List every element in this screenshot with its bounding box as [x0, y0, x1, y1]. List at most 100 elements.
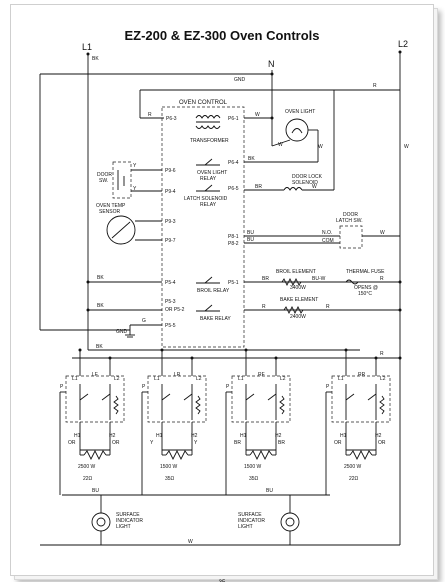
door-lock-solenoid: [283, 187, 303, 191]
oven-light-bulb: [285, 118, 309, 142]
bake-relay-label: BAKE RELAY: [200, 316, 231, 322]
svg-text:GND: GND: [116, 329, 128, 335]
svg-text:22Ω: 22Ω: [349, 476, 359, 482]
svg-text:BR: BR: [234, 440, 241, 446]
door-sw-label: DOOR: [97, 172, 112, 178]
svg-text:BK: BK: [97, 303, 104, 309]
svg-text:W: W: [404, 144, 409, 150]
surface-heating-element: [83, 449, 107, 461]
svg-text:BAKE ELEMENT: BAKE ELEMENT: [280, 297, 318, 303]
temp-sensor-label: OVEN TEMP: [96, 203, 126, 209]
oven-light-label: OVEN LIGHT: [285, 109, 315, 115]
svg-text:P9-3: P9-3: [165, 219, 176, 225]
svg-text:3400W: 3400W: [290, 285, 306, 291]
svg-text:P8-1: P8-1: [228, 234, 239, 240]
svg-text:L1: L1: [338, 376, 344, 382]
svg-text:BU-W: BU-W: [312, 276, 326, 282]
svg-text:BU: BU: [92, 488, 99, 494]
svg-text:P6-4: P6-4: [228, 160, 239, 166]
svg-text:P5-1: P5-1: [228, 280, 239, 286]
svg-text:OR: OR: [378, 440, 386, 446]
svg-text:OR: OR: [112, 440, 120, 446]
svg-text:W: W: [188, 539, 193, 545]
svg-text:2500 W: 2500 W: [78, 464, 96, 470]
svg-text:DOOR LOCK: DOOR LOCK: [292, 174, 323, 180]
surface-switch-box[interactable]: [231, 375, 291, 423]
svg-text:P: P: [326, 384, 330, 390]
svg-text:L1: L1: [238, 376, 244, 382]
surface-control-name: LR: [174, 372, 181, 378]
door-latch-switch[interactable]: [339, 225, 363, 249]
svg-text:35Ω: 35Ω: [249, 476, 259, 482]
line-n-label: N: [268, 59, 275, 69]
surface-switch-box[interactable]: [65, 375, 125, 423]
svg-text:2400W: 2400W: [290, 314, 306, 320]
svg-text:P6-3: P6-3: [166, 116, 177, 122]
svg-text:LATCH SW.: LATCH SW.: [336, 218, 363, 224]
surface-control-name: RR: [358, 372, 366, 378]
svg-text:P6-5: P6-5: [228, 186, 239, 192]
svg-text:R: R: [326, 304, 330, 310]
svg-text:2500 W: 2500 W: [344, 464, 362, 470]
surface-control-name: LF: [92, 372, 98, 378]
svg-text:OR P5-2: OR P5-2: [165, 307, 185, 313]
svg-text:R: R: [373, 83, 377, 89]
svg-text:P5-4: P5-4: [165, 280, 176, 286]
transformer-label: TRANSFORMER: [190, 138, 229, 144]
svg-text:COM: COM: [322, 238, 334, 244]
svg-text:G: G: [142, 318, 146, 324]
svg-text:W: W: [255, 112, 260, 118]
svg-text:W: W: [278, 142, 283, 148]
svg-text:BR: BR: [278, 440, 285, 446]
svg-text:P: P: [142, 384, 146, 390]
svg-text:BROIL ELEMENT: BROIL ELEMENT: [276, 269, 316, 275]
line-l1-label: L1: [82, 42, 92, 52]
svg-text:SENSOR: SENSOR: [99, 209, 121, 215]
svg-text:RELAY: RELAY: [200, 176, 217, 182]
svg-text:BR: BR: [262, 276, 269, 282]
svg-text:L2: L2: [196, 376, 202, 382]
svg-text:H1: H1: [156, 433, 163, 439]
svg-text:LATCH SOLENOID: LATCH SOLENOID: [184, 196, 228, 202]
oven-control-title: OVEN CONTROL: [179, 100, 228, 106]
oven-temp-sensor: [106, 215, 136, 245]
oven-control-box: [161, 106, 245, 348]
page-number: 35: [219, 580, 226, 582]
line-l2-label: L2: [398, 39, 408, 49]
svg-text:L2: L2: [380, 376, 386, 382]
svg-text:OR: OR: [68, 440, 76, 446]
indicator-light-left: [91, 512, 111, 532]
svg-text:R: R: [262, 304, 266, 310]
svg-text:35Ω: 35Ω: [165, 476, 175, 482]
sheet: [10, 4, 434, 576]
svg-text:W: W: [318, 144, 323, 150]
svg-text:BK: BK: [96, 344, 103, 350]
svg-text:SURFACE: SURFACE: [238, 512, 262, 518]
l1-wire-color: BK: [92, 56, 99, 62]
door-switch[interactable]: [112, 161, 132, 199]
svg-text:1500 W: 1500 W: [244, 464, 262, 470]
svg-text:L1: L1: [154, 376, 160, 382]
svg-text:THERMAL FUSE: THERMAL FUSE: [346, 269, 385, 275]
svg-text:H2: H2: [191, 433, 198, 439]
gnd-label: GND: [234, 77, 246, 83]
surface-switch-box[interactable]: [147, 375, 207, 423]
svg-text:P9-4: P9-4: [165, 189, 176, 195]
svg-text:P9-6: P9-6: [165, 168, 176, 174]
svg-text:OPENS @: OPENS @: [354, 285, 378, 291]
svg-text:150°C: 150°C: [358, 291, 372, 297]
svg-text:BU: BU: [247, 237, 254, 243]
svg-text:Y: Y: [133, 186, 137, 192]
bake-element: [283, 305, 304, 315]
surface-switch-box[interactable]: [331, 375, 391, 423]
svg-text:H2: H2: [375, 433, 382, 439]
svg-text:RELAY: RELAY: [200, 202, 217, 208]
svg-text:P9-7: P9-7: [165, 238, 176, 244]
surface-heating-element: [165, 449, 189, 461]
